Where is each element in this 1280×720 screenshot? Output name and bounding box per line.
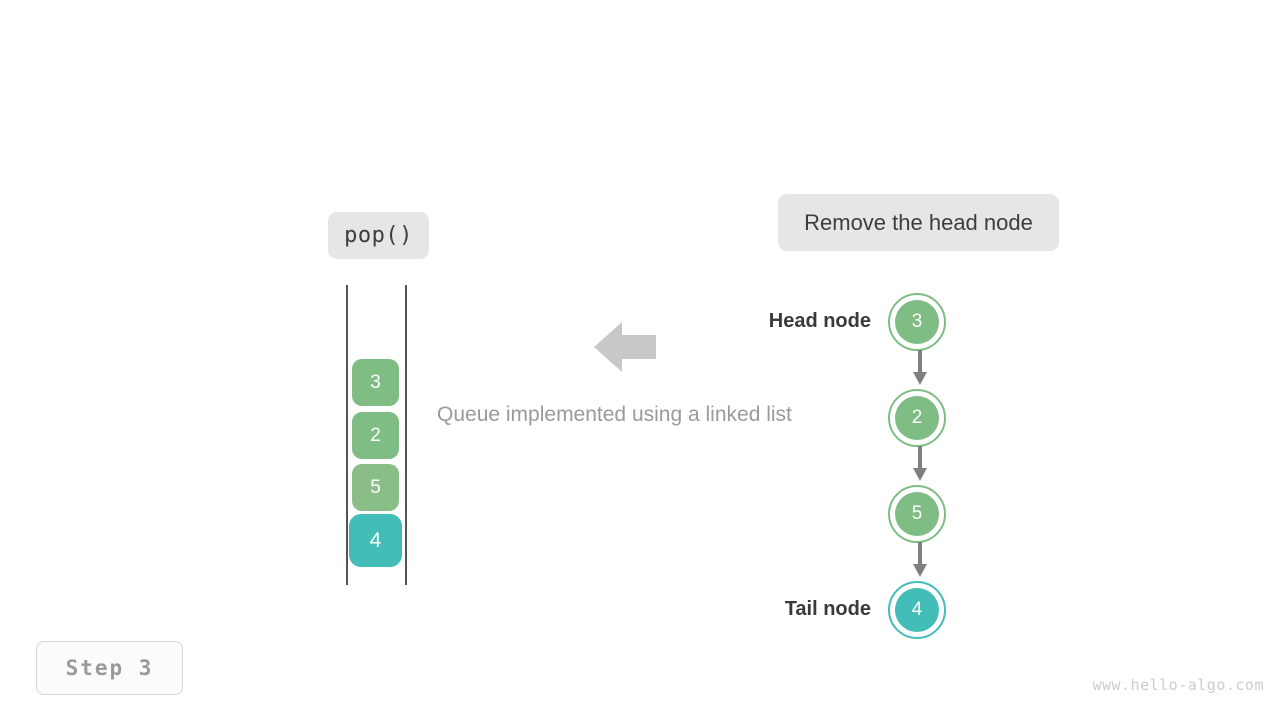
head-node-label: Head node (768, 310, 871, 332)
queue-rail-right (405, 285, 407, 585)
tail-node-label: Tail node (784, 598, 871, 620)
queue-cell: 3 (352, 359, 399, 406)
list-node: 4 (888, 581, 946, 639)
arrow-down-icon (912, 446, 927, 482)
queue-cell: 4 (349, 514, 402, 567)
watermark: www.hello-algo.com (1092, 676, 1264, 694)
linked-list: 3 2 5 4 (885, 288, 955, 648)
action-pill: Remove the head node (778, 194, 1059, 251)
list-node: 3 (888, 293, 946, 351)
step-badge: Step 3 (36, 641, 183, 695)
queue-cell: 2 (352, 412, 399, 459)
list-node-value: 2 (895, 396, 939, 440)
list-node: 5 (888, 485, 946, 543)
list-node-value: 5 (895, 492, 939, 536)
queue-column: 3 2 5 4 (345, 285, 409, 585)
arrow-down-icon (912, 350, 927, 386)
list-node: 2 (888, 389, 946, 447)
arrow-left-icon (594, 318, 656, 376)
operation-pill: pop() (328, 212, 429, 259)
list-node-value: 4 (895, 588, 939, 632)
queue-rail-left (346, 285, 348, 585)
list-node-value: 3 (895, 300, 939, 344)
queue-cell: 5 (352, 464, 399, 511)
arrow-down-icon (912, 542, 927, 578)
diagram-caption: Queue implemented using a linked list (437, 403, 792, 426)
